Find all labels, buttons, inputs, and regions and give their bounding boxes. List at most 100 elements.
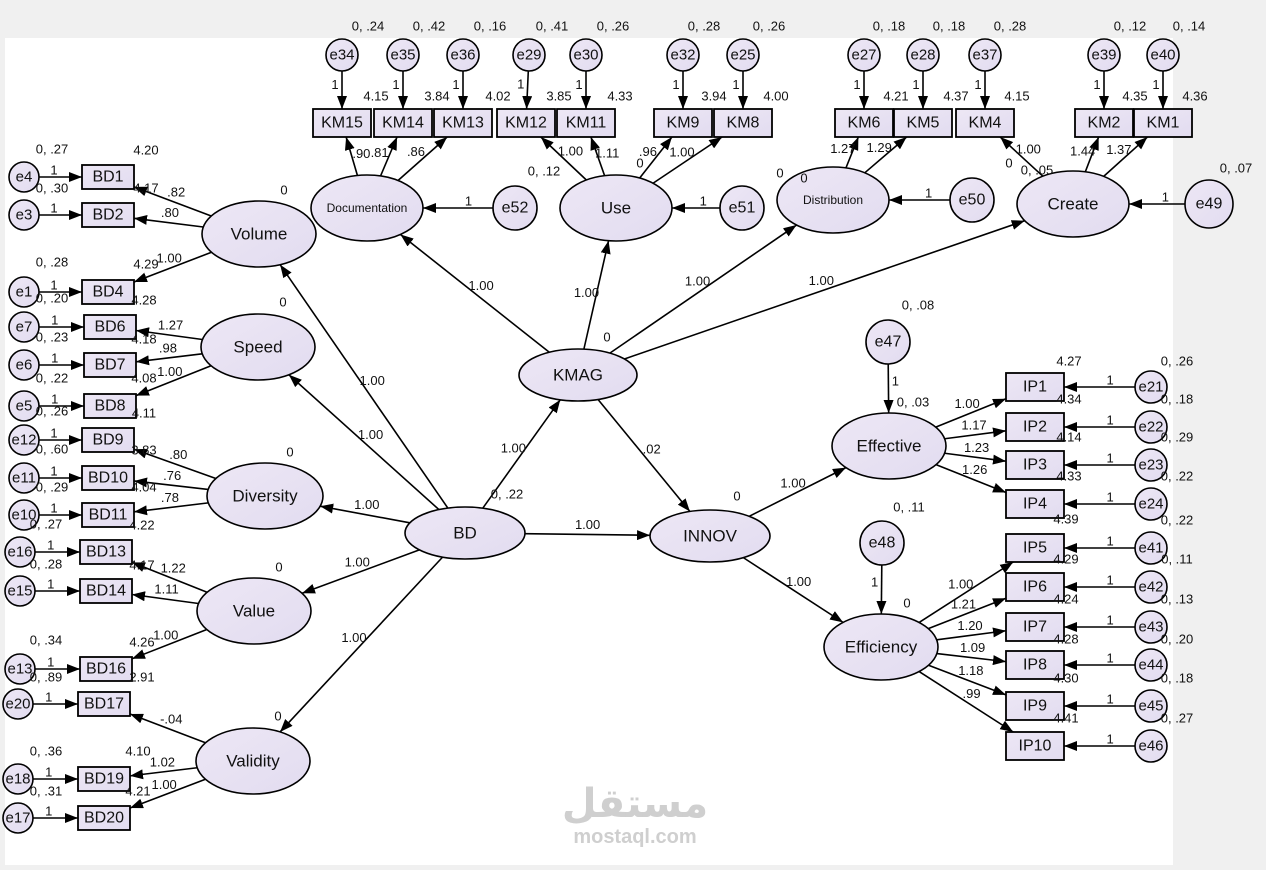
indicator-bd10[interactable]: BD10	[81, 465, 135, 491]
indicator-bd13[interactable]: BD13	[79, 539, 133, 565]
indicator-bd8[interactable]: BD8	[83, 393, 137, 419]
error-e41[interactable]: e41	[1134, 531, 1168, 565]
indicator-km9[interactable]: KM9	[653, 108, 713, 138]
error-e46[interactable]: e46	[1134, 729, 1168, 763]
indicator-ip9[interactable]: IP9	[1005, 691, 1065, 721]
indicator-km5[interactable]: KM5	[893, 108, 953, 138]
indicator-km4[interactable]: KM4	[955, 108, 1015, 138]
indicator-km13[interactable]: KM13	[433, 108, 493, 138]
error-e1[interactable]: e1	[8, 276, 40, 308]
indicator-bd1[interactable]: BD1	[81, 164, 135, 190]
error-e34[interactable]: e34	[325, 38, 359, 72]
error-e39[interactable]: e39	[1087, 38, 1121, 72]
latent-label: Create	[1047, 195, 1098, 214]
error-e20[interactable]: e20	[2, 688, 34, 720]
error-e5[interactable]: e5	[8, 390, 40, 422]
error-e12[interactable]: e12	[8, 424, 40, 456]
error-e13[interactable]: e13	[4, 653, 36, 685]
indicator-km12[interactable]: KM12	[496, 108, 556, 138]
error-e32[interactable]: e32	[666, 38, 700, 72]
error-e3[interactable]: e3	[8, 199, 40, 231]
estimate-annotation: 0, .23	[36, 330, 69, 345]
error-e28[interactable]: e28	[906, 38, 940, 72]
indicator-bd11[interactable]: BD11	[81, 502, 135, 528]
path-label-use-km9: .96	[639, 144, 657, 159]
error-e18[interactable]: e18	[2, 763, 34, 795]
error-e36[interactable]: e36	[446, 38, 480, 72]
error-e22[interactable]: e22	[1134, 410, 1168, 444]
error-e11[interactable]: e11	[8, 462, 40, 494]
indicator-ip3[interactable]: IP3	[1005, 450, 1065, 480]
latent-distribution[interactable]: Distribution	[776, 166, 890, 234]
indicator-label: IP1	[1023, 379, 1047, 396]
latent-documentation[interactable]: Documentation	[310, 174, 424, 242]
path-label-value-bd14: 1.11	[154, 582, 178, 597]
indicator-ip8[interactable]: IP8	[1005, 650, 1065, 680]
indicator-bd16[interactable]: BD16	[79, 656, 133, 682]
indicator-bd4[interactable]: BD4	[81, 279, 135, 305]
indicator-bd14[interactable]: BD14	[79, 578, 133, 604]
error-e6[interactable]: e6	[8, 349, 40, 381]
indicator-km11[interactable]: KM11	[556, 108, 616, 138]
indicator-ip10[interactable]: IP10	[1005, 731, 1065, 761]
error-e17[interactable]: e17	[2, 802, 34, 834]
error-e49[interactable]: e49	[1184, 179, 1234, 229]
error-e48[interactable]: e48	[859, 520, 905, 566]
latent-innov[interactable]: INNOV	[649, 509, 771, 563]
error-e25[interactable]: e25	[726, 38, 760, 72]
indicator-bd2[interactable]: BD2	[81, 202, 135, 228]
latent-kmag[interactable]: KMAG	[518, 348, 638, 402]
latent-volume[interactable]: Volume	[201, 200, 317, 268]
error-e47[interactable]: e47	[865, 319, 911, 365]
latent-effective[interactable]: Effective	[831, 412, 947, 480]
latent-use[interactable]: Use	[559, 174, 673, 242]
indicator-bd7[interactable]: BD7	[83, 352, 137, 378]
indicator-km2[interactable]: KM2	[1074, 108, 1134, 138]
error-e52[interactable]: e52	[492, 185, 538, 231]
latent-bd[interactable]: BD	[404, 506, 526, 560]
error-e44[interactable]: e44	[1134, 648, 1168, 682]
indicator-km1[interactable]: KM1	[1133, 108, 1193, 138]
error-e4[interactable]: e4	[8, 161, 40, 193]
indicator-ip2[interactable]: IP2	[1005, 412, 1065, 442]
error-e51[interactable]: e51	[719, 185, 765, 231]
error-e43[interactable]: e43	[1134, 610, 1168, 644]
latent-validity[interactable]: Validity	[195, 727, 311, 795]
error-e40[interactable]: e40	[1146, 38, 1180, 72]
indicator-ip5[interactable]: IP5	[1005, 533, 1065, 563]
indicator-ip7[interactable]: IP7	[1005, 612, 1065, 642]
error-e45[interactable]: e45	[1134, 689, 1168, 723]
indicator-bd17[interactable]: BD17	[77, 691, 131, 717]
latent-efficiency[interactable]: Efficiency	[823, 613, 939, 681]
indicator-bd19[interactable]: BD19	[77, 766, 131, 792]
error-e16[interactable]: e16	[4, 536, 36, 568]
error-e7[interactable]: e7	[8, 311, 40, 343]
latent-diversity[interactable]: Diversity	[206, 462, 324, 530]
indicator-km8[interactable]: KM8	[713, 108, 773, 138]
error-e35[interactable]: e35	[386, 38, 420, 72]
latent-create[interactable]: Create	[1016, 170, 1130, 238]
error-e30[interactable]: e30	[569, 38, 603, 72]
error-e29[interactable]: e29	[512, 38, 546, 72]
path-documentation-to-km15	[344, 136, 359, 176]
indicator-ip6[interactable]: IP6	[1005, 572, 1065, 602]
error-e37[interactable]: e37	[968, 38, 1002, 72]
error-e42[interactable]: e42	[1134, 570, 1168, 604]
error-e23[interactable]: e23	[1134, 448, 1168, 482]
indicator-ip4[interactable]: IP4	[1005, 489, 1065, 519]
error-e50[interactable]: e50	[949, 177, 995, 223]
error-e27[interactable]: e27	[847, 38, 881, 72]
indicator-ip1[interactable]: IP1	[1005, 372, 1065, 402]
error-e15[interactable]: e15	[4, 575, 36, 607]
indicator-km6[interactable]: KM6	[834, 108, 894, 138]
indicator-bd20[interactable]: BD20	[77, 805, 131, 831]
error-e24[interactable]: e24	[1134, 487, 1168, 521]
error-e21[interactable]: e21	[1134, 370, 1168, 404]
latent-value[interactable]: Value	[196, 577, 312, 645]
indicator-km14[interactable]: KM14	[373, 108, 433, 138]
indicator-km15[interactable]: KM15	[312, 108, 372, 138]
indicator-bd9[interactable]: BD9	[81, 427, 135, 453]
latent-speed[interactable]: Speed	[200, 313, 316, 381]
indicator-bd6[interactable]: BD6	[83, 314, 137, 340]
error-e10[interactable]: e10	[8, 499, 40, 531]
